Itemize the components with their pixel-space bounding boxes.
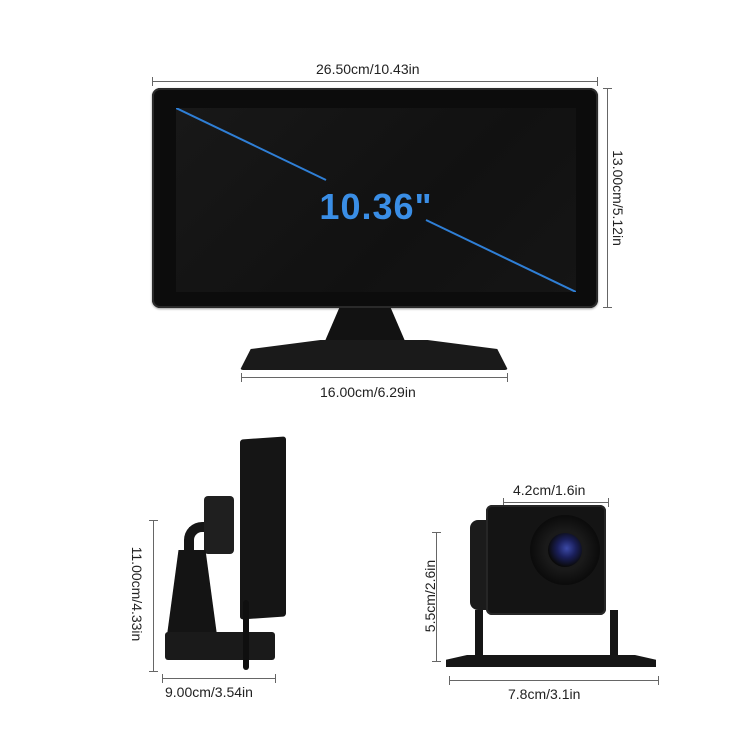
camera-bracket-width-dimension-line bbox=[449, 676, 659, 685]
base-width-dimension-line bbox=[241, 373, 508, 382]
camera-leg-left bbox=[475, 610, 483, 660]
camera-front-width-dimension-line bbox=[503, 498, 609, 507]
side-depth-label: 9.00cm/3.54in bbox=[165, 684, 253, 700]
width-label: 26.50cm/10.43in bbox=[316, 61, 420, 77]
side-base bbox=[165, 632, 275, 660]
monitor-screen: 10.36" bbox=[176, 108, 576, 292]
height-label: 13.00cm/5.12in bbox=[610, 150, 626, 246]
base-width-label: 16.00cm/6.29in bbox=[320, 384, 416, 400]
side-height-label: 11.00cm/4.33in bbox=[129, 546, 145, 642]
camera-bracket bbox=[446, 655, 656, 667]
side-monitor bbox=[240, 436, 286, 620]
height-dimension-line bbox=[603, 88, 612, 308]
camera-lens-icon bbox=[548, 533, 582, 567]
side-depth-dimension-line bbox=[162, 674, 276, 683]
camera-front-width-label: 4.2cm/1.6in bbox=[513, 482, 586, 498]
side-height-dimension-line bbox=[149, 520, 158, 672]
camera-leg-right bbox=[610, 610, 618, 660]
diagonal-line-icon bbox=[176, 108, 576, 292]
side-cable bbox=[243, 600, 249, 670]
camera-height-dimension-line bbox=[432, 532, 441, 662]
camera-bracket-width-label: 7.8cm/3.1in bbox=[508, 686, 581, 702]
width-dimension-line bbox=[152, 77, 598, 86]
side-knob bbox=[204, 496, 234, 554]
side-arm bbox=[184, 522, 222, 572]
diagonal-size-label: 10.36" bbox=[319, 186, 433, 227]
monitor-stand-base bbox=[240, 340, 508, 370]
camera-height-label: 5.5cm/2.6in bbox=[422, 559, 438, 633]
monitor-front: 10.36" bbox=[152, 88, 598, 308]
